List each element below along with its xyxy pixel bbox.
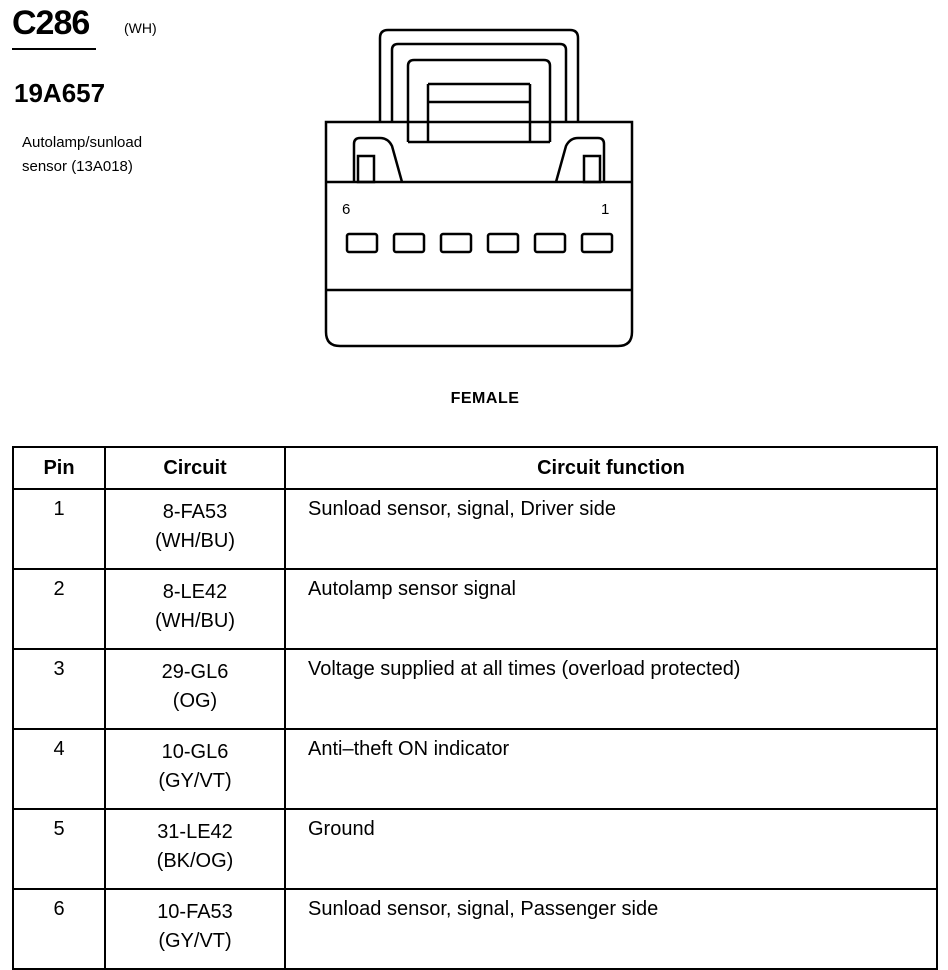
- circuit-id: 8-LE42: [162, 581, 228, 603]
- connector-gender-label: FEMALE: [450, 390, 520, 407]
- circuit-function: Anti–theft ON indicator: [284, 728, 938, 810]
- left-lock-window: [356, 154, 376, 184]
- connector-body: [324, 120, 634, 348]
- circuit-cell: 10-GL6 (GY/VT): [104, 728, 286, 810]
- connector-latch-slot: [406, 58, 552, 142]
- circuit-cell: 31-LE42 (BK/OG): [104, 808, 286, 890]
- connector-id: C286: [12, 4, 90, 42]
- circuit-id: 31-LE42: [157, 821, 233, 843]
- right-lock-tab: [554, 136, 606, 183]
- table-row: 5 31-LE42 (BK/OG) Ground: [12, 808, 938, 890]
- pin-number: 1: [12, 488, 106, 570]
- right-lock-window: [582, 154, 602, 184]
- pin-number: 3: [12, 648, 106, 730]
- circuit-function: Ground: [284, 808, 938, 890]
- left-lock-tab: [352, 136, 404, 183]
- connector-color-code: (WH): [124, 20, 157, 36]
- circuit-cell: 10-FA53(GY/VT): [104, 888, 286, 970]
- connector-id-underline: [12, 48, 96, 50]
- pin-label-1: 1: [601, 201, 609, 218]
- table-row: 4 10-GL6 (GY/VT) Anti–theft ON indicator: [12, 728, 938, 810]
- wire-color: (BK/OG): [156, 850, 234, 872]
- connector-latch-inner: [390, 42, 568, 122]
- pin-cavity-2: [533, 232, 567, 254]
- connector-latch-outer: [378, 28, 580, 122]
- table-row: 6 10-FA53(GY/VT) Sunload sensor, signal,…: [12, 888, 938, 970]
- table-row: 3 29-GL6 (OG) Voltage supplied at all tim…: [12, 648, 938, 730]
- connector-face-diagram: 6 1: [324, 28, 634, 348]
- component-description-line1: Autolamp/sunload: [22, 134, 143, 151]
- pin-number: 2: [12, 568, 106, 650]
- pin-cavity-6: [345, 232, 379, 254]
- circuit-cell: 29-GL6 (OG): [104, 648, 286, 730]
- circuit-function: Voltage supplied at all times (overload …: [284, 648, 938, 730]
- pin-table-header-row: Pin Circuit Circuit function: [12, 446, 938, 490]
- pin-cavity-5: [392, 232, 426, 254]
- header-circuit: Circuit: [104, 446, 286, 490]
- header-pin: Pin: [12, 446, 106, 490]
- pin-cavity-3: [486, 232, 520, 254]
- pin-cavity-4: [439, 232, 473, 254]
- pin-cavity-1: [580, 232, 614, 254]
- wire-color: (WH/BU): [155, 530, 235, 552]
- wire-color: (WH/BU): [155, 610, 235, 632]
- circuit-cell: 8-FA53 (WH/BU): [104, 488, 286, 570]
- circuit-id: 10-GL6: [161, 741, 229, 763]
- pin-number: 6: [12, 888, 106, 970]
- pin-table: Pin Circuit Circuit function 1 8-FA53 (WH…: [12, 446, 938, 970]
- circuit-id: 8-FA53: [162, 501, 228, 523]
- part-number: 19A657: [14, 78, 106, 108]
- circuit-function: Sunload sensor, signal, Driver side: [284, 488, 938, 570]
- circuit-id: 10-FA53: [157, 901, 233, 923]
- pin-number: 4: [12, 728, 106, 810]
- table-row: 1 8-FA53 (WH/BU) Sunload sensor, signal, …: [12, 488, 938, 570]
- circuit-cell: 8-LE42 (WH/BU): [104, 568, 286, 650]
- component-description-line2: sensor (13A018): [22, 158, 133, 175]
- circuit-id: 29-GL6: [161, 661, 229, 683]
- circuit-function: Sunload sensor, signal, Passenger side: [284, 888, 938, 970]
- circuit-function: Autolamp sensor signal: [284, 568, 938, 650]
- wire-color: (OG): [172, 690, 218, 712]
- pin-number: 5: [12, 808, 106, 890]
- header-circuit-function: Circuit function: [284, 446, 938, 490]
- pin-label-6: 6: [342, 201, 350, 218]
- wire-color: (GY/VT): [158, 770, 232, 792]
- table-row: 2 8-LE42 (WH/BU) Autolamp sensor signal: [12, 568, 938, 650]
